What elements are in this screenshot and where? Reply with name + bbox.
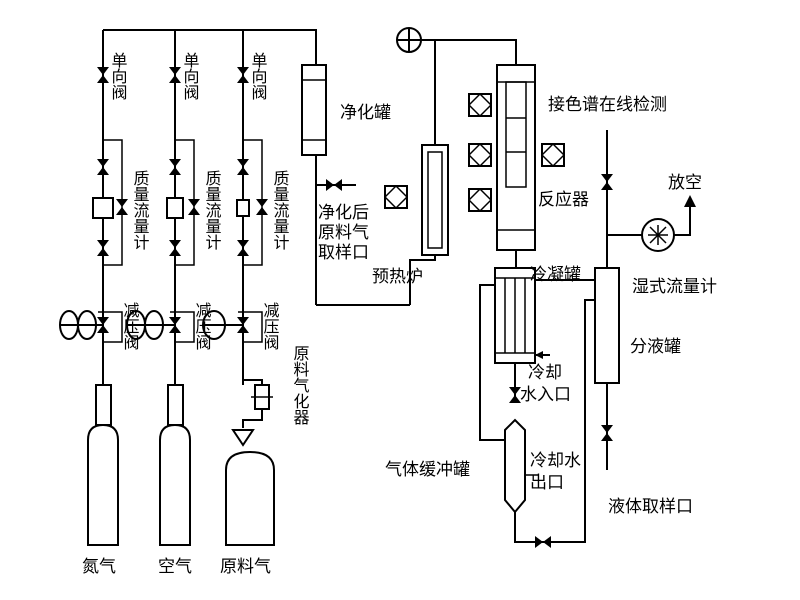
separator-tank xyxy=(594,267,620,384)
heater-icon xyxy=(468,143,492,167)
label-coolant-out-2: 出口 xyxy=(530,473,564,493)
label-sampling-1: 净化后 xyxy=(318,203,369,223)
valve-icon xyxy=(237,240,249,256)
label-purifier: 净化罐 xyxy=(340,103,391,123)
drain-valve-icon xyxy=(535,536,551,548)
label-gc-online: 接色谱在线检测 xyxy=(548,95,667,115)
flow-meter-body xyxy=(236,199,250,217)
gas-buffer xyxy=(504,279,595,548)
buffer-tank xyxy=(504,418,526,514)
nitrogen-cylinder xyxy=(87,423,119,546)
valve-icon xyxy=(169,159,181,175)
label-reducer-feed: 减压阀 xyxy=(261,302,280,351)
valve-icon xyxy=(169,240,181,256)
label-check-valve-air: 单向阀 xyxy=(181,52,200,101)
label-nitrogen: 氮气 xyxy=(82,557,116,577)
liquid-valve-icon xyxy=(601,425,613,441)
labels: 单向阀 单向阀 单向阀 质量流量计 质量流量计 质量流量计 减压阀 减压阀 减压… xyxy=(82,52,717,577)
label-gasifier: 原料气化器 xyxy=(291,345,310,425)
valve-icon xyxy=(237,159,249,175)
label-coolant-in-2: 水入口 xyxy=(520,385,571,405)
label-coolant-out-1: 冷却水 xyxy=(530,451,581,471)
label-preheater: 预热炉 xyxy=(372,267,423,287)
label-mfm-air: 质量流量计 xyxy=(203,170,222,250)
label-air: 空气 xyxy=(158,557,192,577)
label-reducer-air: 减压阀 xyxy=(193,302,212,351)
pressure-reducers xyxy=(59,310,263,343)
reactor-body xyxy=(496,64,536,251)
check-valve-icon xyxy=(97,67,109,83)
bypass-valve-icon xyxy=(116,199,128,215)
label-sampling-3: 取样口 xyxy=(318,243,369,263)
heater-icon xyxy=(468,188,492,212)
preheater-tube xyxy=(421,144,449,256)
flow-meter-body xyxy=(166,197,184,219)
air-cylinder xyxy=(159,423,191,546)
bypass-valve-icon xyxy=(256,199,268,215)
label-reducer-n2: 减压阀 xyxy=(121,302,140,351)
mass-flow-meters xyxy=(92,159,268,256)
label-condenser: 冷凝罐 xyxy=(530,265,581,285)
feed-gas-cylinder xyxy=(225,450,275,546)
label-reactor: 反应器 xyxy=(538,190,589,210)
bypass-valve-icon xyxy=(188,199,200,215)
preheater xyxy=(384,39,517,305)
label-check-valve-n2: 单向阀 xyxy=(109,52,128,101)
top-gauge xyxy=(396,27,435,53)
label-mfm-feed: 质量流量计 xyxy=(271,170,290,250)
label-separator: 分液罐 xyxy=(630,337,681,357)
check-valve-icon xyxy=(237,67,249,83)
air-cylinder-neck xyxy=(167,384,184,426)
vent-arrow-icon xyxy=(684,195,696,207)
heater-icon xyxy=(541,143,565,167)
label-feed-gas: 原料气 xyxy=(220,557,271,577)
sampling-valve-icon xyxy=(326,179,342,191)
gas-cylinders xyxy=(87,384,275,546)
valve-icon xyxy=(97,159,109,175)
gc-valve-icon xyxy=(601,174,613,190)
flow-meter-body xyxy=(92,197,114,219)
feed-gasifier xyxy=(231,379,273,447)
label-wet-flow-meter: 湿式流量计 xyxy=(632,277,717,297)
label-mfm-n2: 质量流量计 xyxy=(131,170,150,250)
label-vent: 放空 xyxy=(668,173,702,193)
heater-icon xyxy=(468,93,492,117)
condenser xyxy=(479,267,550,441)
purifier-section xyxy=(301,64,410,306)
label-gas-buffer: 气体缓冲罐 xyxy=(385,460,470,480)
nitrogen-cylinder-neck xyxy=(95,384,112,426)
reactor xyxy=(468,64,565,268)
label-coolant-in-1: 冷却 xyxy=(528,363,562,383)
check-valve-icon xyxy=(169,67,181,83)
separator-section xyxy=(594,130,696,470)
pressure-gauge-icon xyxy=(59,310,97,340)
label-check-valve-feed: 单向阀 xyxy=(249,52,268,101)
label-liquid-sampling: 液体取样口 xyxy=(608,497,693,517)
valve-icon xyxy=(97,240,109,256)
purifier-tank xyxy=(301,64,327,156)
label-sampling-2: 原料气 xyxy=(318,223,369,243)
heater-icon xyxy=(384,185,408,209)
